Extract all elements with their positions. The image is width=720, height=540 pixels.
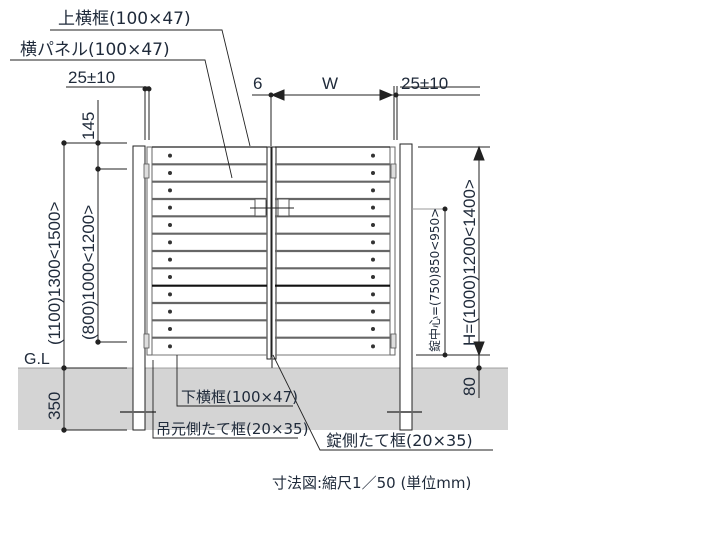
total-height-dim: H=(1000)1200<1400> <box>460 179 479 346</box>
panel-screw <box>168 223 172 227</box>
panel-screw <box>371 240 375 245</box>
ground-area <box>18 368 508 430</box>
width-dimension <box>252 89 480 146</box>
gap-6-label: 6 <box>253 74 262 93</box>
hinge <box>143 333 150 349</box>
panel-screw <box>168 344 172 349</box>
post-gap-right-label: 25±10 <box>401 74 448 93</box>
width-w-label: W <box>322 74 338 93</box>
panel-screw <box>371 309 375 314</box>
lock-center-dim: 錠中心=(750)850<950> <box>427 208 442 352</box>
horizontal-panel-label: 横パネル(100×47) <box>20 40 170 60</box>
lock-side-stile <box>271 146 277 360</box>
hinge-side-frame-label: 吊元側たて框(20×35) <box>156 420 308 438</box>
panel-screw <box>371 292 375 297</box>
post-height-dim: (1100)1300<1500> <box>45 202 64 345</box>
panel-screw <box>371 327 375 331</box>
panel-screw <box>168 240 172 245</box>
panel-screw <box>168 188 172 193</box>
panel-screw <box>371 275 375 279</box>
leader-lines <box>10 29 493 451</box>
ground-clearance-dim: 80 <box>460 377 479 396</box>
top-frame-label: 上横框(100×47) <box>58 9 191 29</box>
top-offset-dim: 145 <box>79 112 98 140</box>
panel-screw <box>371 223 375 227</box>
hinge <box>390 163 397 179</box>
hinge <box>143 163 150 179</box>
gate-leaves <box>143 146 397 368</box>
panel-screw <box>168 309 172 314</box>
hinge <box>390 333 397 349</box>
post-gap-left-label: 25±10 <box>68 68 115 87</box>
lock-hardware <box>250 198 294 217</box>
left-dimensions <box>61 100 127 433</box>
embed-depth-dim: 350 <box>45 392 64 420</box>
lock-side-frame-label: 錠側たて框(20×35) <box>326 431 473 450</box>
panel-screw <box>168 292 172 297</box>
ground-line-label: G.L <box>24 351 50 368</box>
panel-screw <box>371 205 375 210</box>
right-dimensions <box>412 145 490 398</box>
panel-screw <box>371 171 375 175</box>
panel-screw <box>168 327 172 331</box>
panel-screw <box>371 153 375 158</box>
panel-screw <box>371 257 375 262</box>
gate-height-dim: (800)1000<1200> <box>79 205 98 340</box>
panel-screw <box>168 153 172 158</box>
panel-screw <box>168 257 172 262</box>
panel-screw <box>371 344 375 349</box>
caption: 寸法図:縮尺1／50 (単位mm) <box>272 474 471 492</box>
bottom-frame-label: 下横框(100×47) <box>181 388 298 406</box>
lock-side-stile <box>266 146 272 360</box>
panel-screw <box>168 275 172 279</box>
panel-screw <box>168 205 172 210</box>
panel-screw <box>371 188 375 193</box>
panel-screw <box>168 171 172 175</box>
